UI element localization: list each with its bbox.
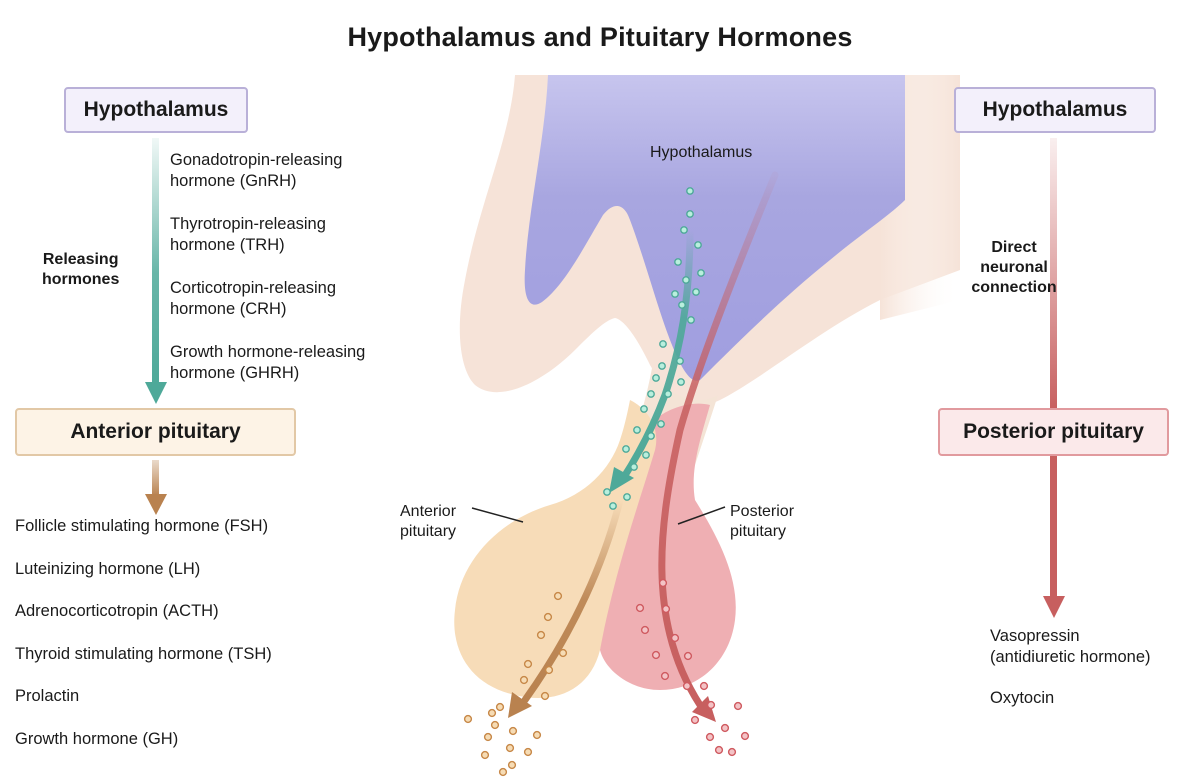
posterior-hormone-particles	[635, 578, 750, 757]
left-hypothalamus-label: Hypothalamus	[83, 98, 229, 121]
posterior-lobe	[600, 403, 736, 690]
releasing-pathway-arrowhead	[609, 467, 634, 493]
posterior-pituitary-box: Posterior pituitary	[938, 408, 1169, 456]
direct-neuronal-connection-label: Direct neuronal connection	[971, 239, 1057, 296]
list-item: Luteinizing hormone (LH)	[15, 560, 201, 578]
releasing-hormones-label: Releasing hormones	[42, 251, 120, 288]
neuronal-connection-arrow-lower	[1043, 456, 1065, 618]
anterior-output-pathway-arrow	[521, 496, 624, 704]
neuronal-pathway-arrow	[658, 171, 779, 709]
hypothalamus-region-label: Hypothalamus	[650, 144, 753, 161]
posterior-pituitary-label: Posterior pituitary	[730, 503, 795, 540]
right-hypothalamus-box: Hypothalamus	[954, 87, 1156, 133]
anterior-pituitary-box-label: Anterior pituitary	[70, 420, 241, 443]
list-item: Oxytocin	[990, 689, 1055, 707]
page-title: Hypothalamus and Pituitary Hormones	[347, 22, 853, 52]
list-item: Adrenocorticotropin (ACTH)	[15, 602, 219, 620]
list-item: Follicle stimulating hormone (FSH)	[15, 517, 269, 535]
neuronal-connection-arrow-upper	[1050, 138, 1057, 410]
left-hypothalamus-box: Hypothalamus	[64, 87, 248, 133]
anterior-output-pathway-arrowhead	[508, 692, 532, 718]
anterior-lobe	[454, 400, 657, 698]
posterior-leader-line	[677, 506, 726, 525]
releasing-hormone-particles	[603, 187, 705, 510]
anterior-hormone-particles	[463, 591, 568, 777]
releasing-hormones-arrow	[145, 138, 167, 404]
list-item: Prolactin	[15, 687, 80, 705]
anterior-output-arrow	[145, 460, 167, 515]
list-item: Vasopressin(antidiuretic hormone)	[990, 627, 1151, 666]
hypothalamus-region	[524, 75, 905, 381]
list-item: Growth hormone (GH)	[15, 730, 179, 748]
posterior-pituitary-box-label: Posterior pituitary	[963, 420, 1144, 443]
anterior-pituitary-box: Anterior pituitary	[15, 408, 296, 456]
right-hypothalamus-label: Hypothalamus	[982, 98, 1128, 121]
anterior-pituitary-label: Anterior pituitary	[400, 503, 457, 540]
list-item: Thyroid stimulating hormone (TSH)	[15, 645, 272, 663]
anterior-leader-line	[471, 507, 524, 523]
